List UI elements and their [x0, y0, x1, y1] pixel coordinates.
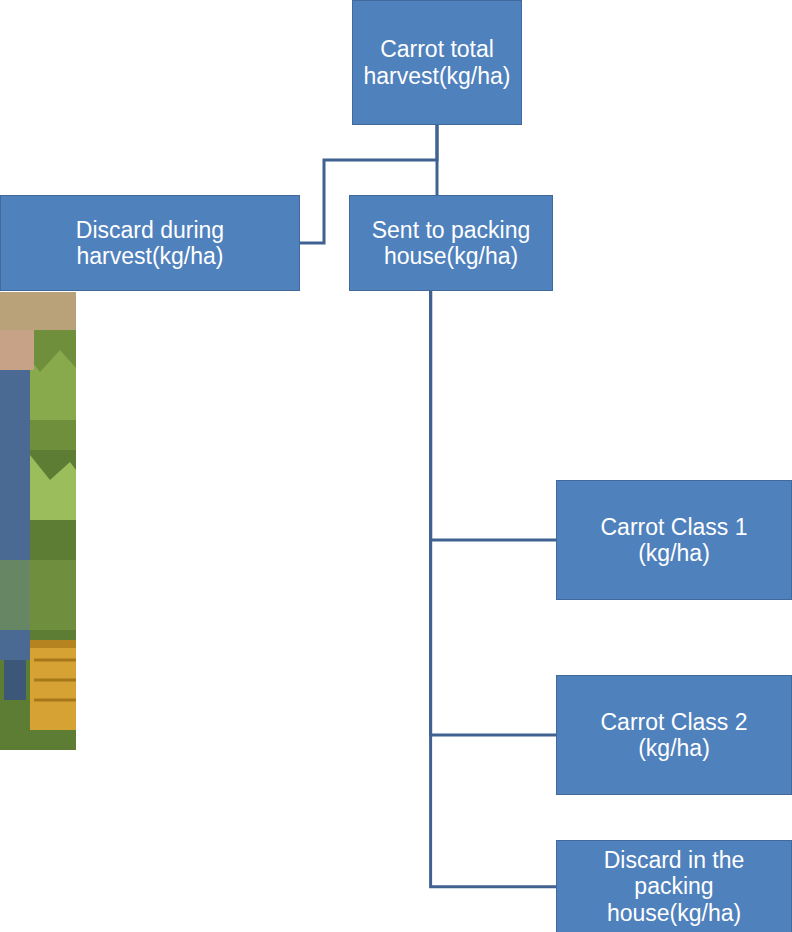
connector-line [431, 291, 556, 540]
process-box: Carrot total harvest(kg/ha) [352, 0, 522, 125]
connector-line [437, 125, 438, 195]
process-box: Carrot Class 2 (kg/ha) [556, 675, 792, 795]
process-box: Sent to packing house(kg/ha) [349, 195, 553, 291]
connector-line [431, 291, 556, 735]
box-label: Sent to packing house(kg/ha) [368, 217, 534, 270]
box-label: Carrot Class 2 (kg/ha) [575, 709, 773, 762]
process-box: Discard in the packing house(kg/ha) [556, 840, 792, 932]
connector-line [431, 291, 556, 887]
box-label: Carrot total harvest(kg/ha) [364, 36, 511, 89]
box-label: Discard in the packing house(kg/ha) [575, 847, 773, 926]
process-box: Carrot Class 1 (kg/ha) [556, 480, 792, 600]
box-label: Discard during harvest(kg/ha) [19, 217, 281, 270]
box-label: Carrot Class 1 (kg/ha) [575, 514, 773, 567]
process-box: Discard during harvest(kg/ha) [0, 195, 300, 291]
